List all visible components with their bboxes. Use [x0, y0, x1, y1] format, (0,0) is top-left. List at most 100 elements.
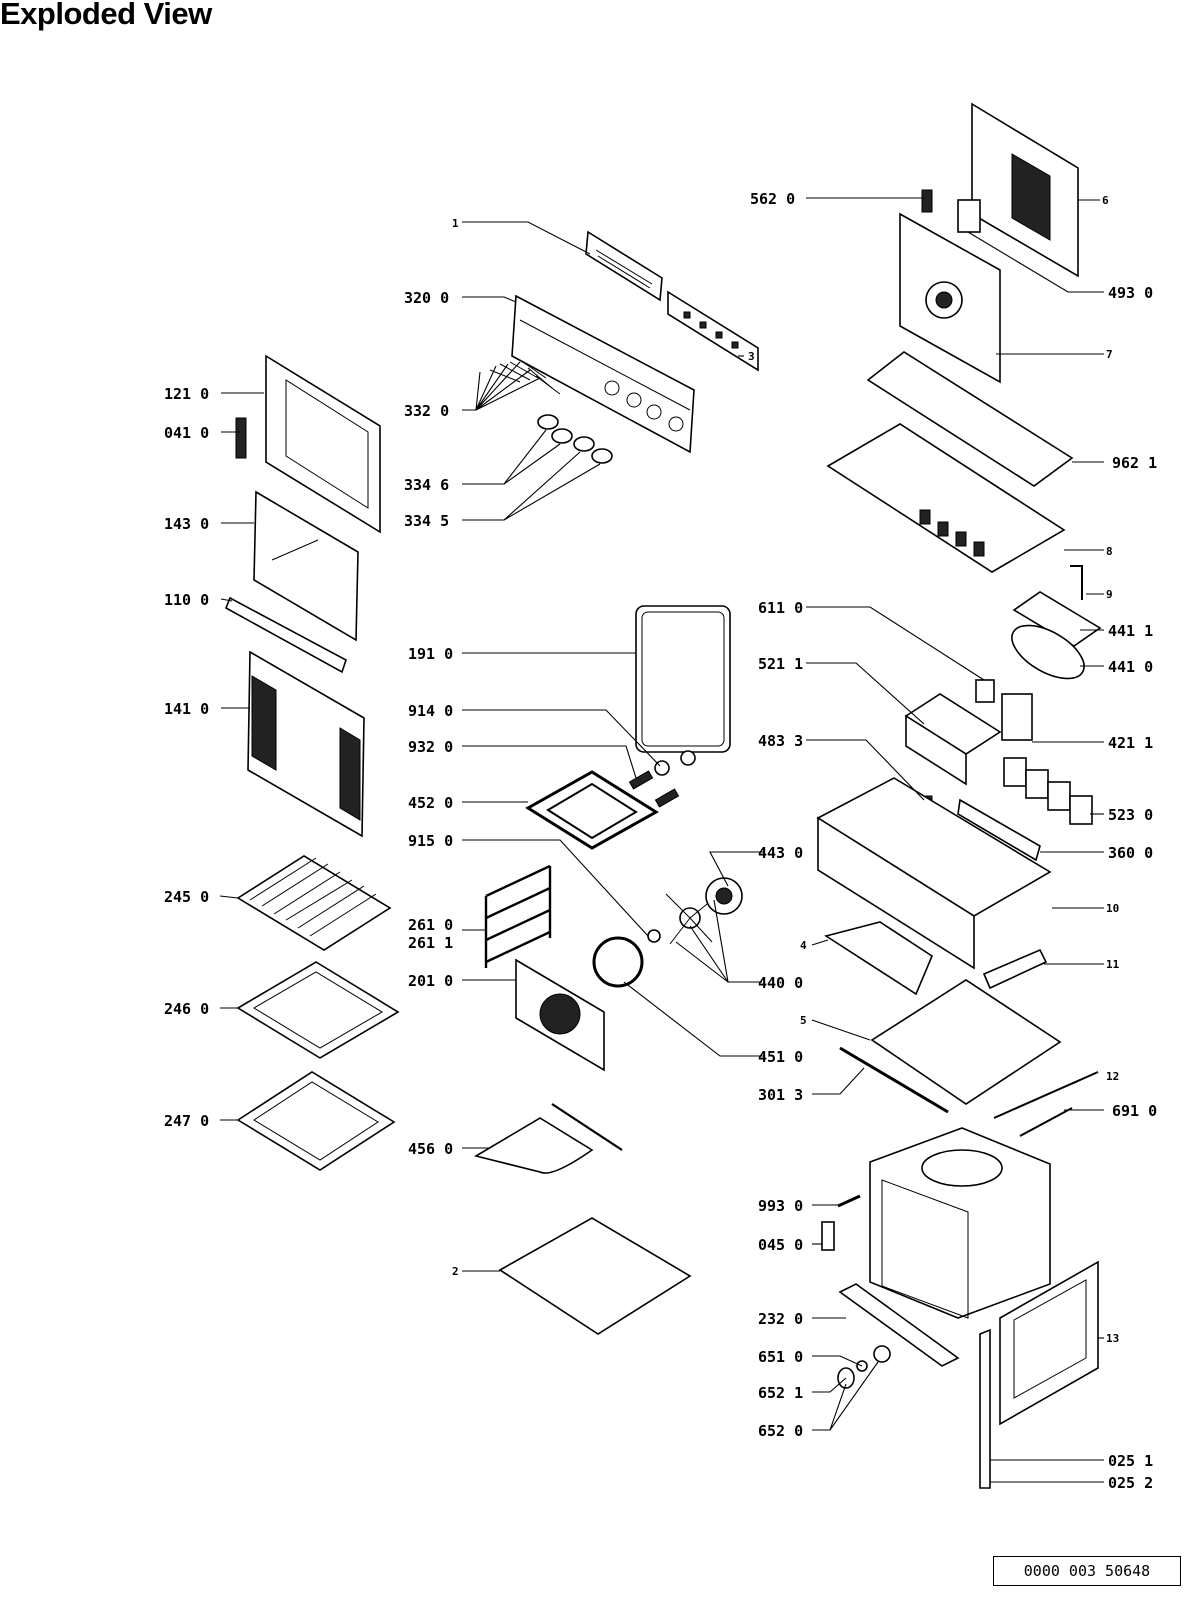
callout-232-0: 232 0 [758, 1310, 803, 1328]
callout-10: 10 [1106, 902, 1119, 915]
tangential-fan [1011, 591, 1102, 680]
callout-13: 13 [1106, 1332, 1119, 1345]
inner-door-glass [253, 490, 359, 642]
rail-bracket [957, 798, 1041, 862]
leader-lines [219, 197, 1104, 1483]
callout-labels: 1 320 0 332 0 334 6 334 5 121 0 041 0 14… [164, 190, 1157, 1492]
page-title: Exploded View [0, 0, 212, 31]
callout-5: 5 [800, 1014, 807, 1027]
callout-421-1: 421 1 [1108, 734, 1153, 752]
callout-993-0: 993 0 [758, 1197, 803, 1215]
callout-932-0: 932 0 [408, 738, 453, 756]
callout-483-3: 483 3 [758, 732, 803, 750]
thermal-cutout [1001, 693, 1033, 741]
rotisserie-frame [473, 1103, 623, 1174]
terminal-block [975, 679, 995, 703]
wire-shelf [236, 855, 392, 951]
cavity-front-rail [838, 1283, 960, 1367]
callout-523-0: 523 0 [1108, 806, 1153, 824]
callout-3: 3 [748, 350, 755, 363]
knob-spindles [489, 359, 561, 395]
callout-914-0: 914 0 [408, 702, 453, 720]
callout-915-0: 915 0 [408, 832, 453, 850]
callout-11: 11 [1106, 958, 1120, 971]
cavity-top-plate [870, 979, 1062, 1105]
callout-143-0: 143 0 [164, 515, 209, 533]
control-panel-fascia [511, 294, 695, 454]
callout-8: 8 [1106, 545, 1113, 558]
sensor-probe [1019, 1107, 1073, 1137]
callout-301-3: 301 3 [758, 1086, 803, 1104]
fan-motor [705, 877, 743, 915]
side-trim [979, 1328, 991, 1489]
callout-191-0: 191 0 [408, 645, 453, 663]
callout-041-0: 041 0 [164, 424, 209, 442]
callout-201-0: 201 0 [408, 972, 453, 990]
callout-334-5: 334 5 [404, 512, 449, 530]
callout-1: 1 [452, 217, 459, 230]
callout-451-0: 451 0 [758, 1048, 803, 1066]
callout-4: 4 [800, 939, 807, 952]
springs [628, 770, 680, 808]
callout-962-1: 962 1 [1112, 454, 1157, 472]
callout-332-0: 332 0 [404, 402, 449, 420]
callout-320-0: 320 0 [404, 289, 449, 307]
callout-261-1: 261 1 [408, 934, 453, 952]
rear-cover-panel [971, 102, 1079, 278]
outer-door-glass [247, 650, 365, 838]
callout-562-0: 562 0 [750, 190, 795, 208]
deep-tray [236, 1071, 396, 1171]
callout-025-2: 025 2 [1108, 1474, 1153, 1492]
callout-360-0: 360 0 [1108, 844, 1153, 862]
callout-141-0: 141 0 [164, 700, 209, 718]
side-bracket [824, 921, 933, 996]
front-rail [839, 1046, 949, 1114]
nuts [654, 750, 696, 776]
housing-tray [816, 777, 1052, 970]
callout-2: 2 [452, 1265, 459, 1278]
callout-651-0: 651 0 [758, 1348, 803, 1366]
rear-wall-panel [899, 212, 1001, 384]
door-seal [635, 605, 731, 753]
callout-025-1: 025 1 [1108, 1452, 1153, 1470]
door-glass-strip [224, 596, 347, 674]
timer-module [957, 199, 981, 233]
terminal-clip [921, 189, 933, 213]
probe-screw [837, 1194, 861, 1208]
callout-7: 7 [1106, 348, 1113, 361]
shallow-tray [236, 961, 400, 1059]
rear-fan-cover [515, 958, 605, 1072]
callout-334-6: 334 6 [404, 476, 449, 494]
callout-12: 12 [1106, 1070, 1119, 1083]
control-panel-strip [585, 230, 663, 302]
door-switch [821, 1221, 835, 1251]
control-knobs [537, 414, 613, 464]
outer-door-frame [265, 354, 381, 534]
oven-cavity [869, 1127, 1051, 1319]
callout-9: 9 [1106, 588, 1113, 601]
lamp-holder [856, 1345, 891, 1372]
relay-bank [1003, 757, 1093, 825]
side-panel [999, 1260, 1099, 1426]
document-number: 0000 003 50648 [993, 1556, 1181, 1586]
callout-6: 6 [1102, 194, 1109, 207]
callout-246-0: 246 0 [164, 1000, 209, 1018]
callout-440-0: 440 0 [758, 974, 803, 992]
cover-strip [982, 948, 1048, 990]
callout-261-0: 261 0 [408, 916, 453, 934]
base-plate [498, 1217, 692, 1335]
callout-521-1: 521 1 [758, 655, 803, 673]
insulation-mat [866, 351, 1074, 487]
switch-assembly [904, 693, 1002, 786]
fan-blade [665, 893, 713, 945]
callout-441-1: 441 1 [1108, 622, 1153, 640]
callout-652-1: 652 1 [758, 1384, 803, 1402]
callout-493-0: 493 0 [1108, 284, 1153, 302]
shelf-runners [484, 864, 552, 968]
callout-441-0: 441 0 [1108, 658, 1153, 676]
callout-652-0: 652 0 [758, 1422, 803, 1440]
callout-611-0: 611 0 [758, 599, 803, 617]
door-hinge [235, 417, 247, 459]
callout-110-0: 110 0 [164, 591, 209, 609]
